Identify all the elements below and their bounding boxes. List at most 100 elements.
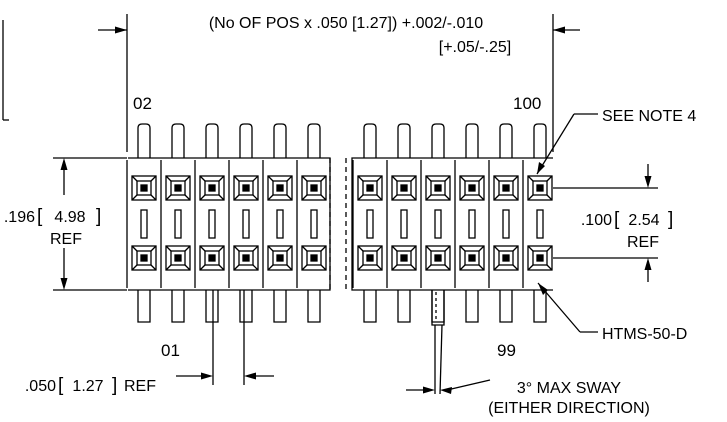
contact-corner [252, 175, 259, 182]
pin-bottom [307, 290, 321, 323]
contact-core [276, 254, 284, 262]
contact-corner [286, 194, 293, 201]
contact-tab [366, 209, 374, 239]
contact-corner [150, 175, 157, 182]
contact-square [391, 175, 417, 201]
contact-tab [276, 209, 284, 239]
contact-corner [527, 245, 534, 252]
contact-corner [150, 194, 157, 201]
pitch-dim-metric: 1.27 [72, 378, 103, 395]
contact-corner [233, 264, 240, 271]
contact-corner [165, 264, 172, 271]
contact-corner [459, 175, 466, 182]
svg-text:[: [ [37, 206, 43, 227]
contact-core [536, 184, 544, 192]
contact-corner [150, 264, 157, 271]
contact-corner [301, 245, 308, 252]
contact-corner [410, 175, 417, 182]
contact-corner [131, 194, 138, 201]
contact-corner [233, 245, 240, 252]
contact-inner [272, 180, 288, 196]
contact-inner [170, 250, 186, 266]
contact-inner [532, 250, 548, 266]
contact-tab [310, 209, 318, 239]
contact-corner [493, 264, 500, 271]
contact-inner [238, 180, 254, 196]
contact-corner [546, 264, 553, 271]
contact-tab [468, 209, 476, 239]
contact-corner [199, 175, 206, 182]
contact-square [459, 245, 485, 271]
contact-corner [546, 245, 553, 252]
pitch-dim-value: .050 [25, 378, 56, 395]
sway-pin [431, 290, 445, 326]
pin-top [397, 123, 411, 158]
contact-corner [165, 245, 172, 252]
contact-corner [376, 245, 383, 252]
contact-corner [512, 175, 519, 182]
contact-corner [286, 245, 293, 252]
contact-corner [184, 194, 191, 201]
contact-core [174, 254, 182, 262]
pin-bottom [397, 290, 411, 323]
contact-corner [357, 175, 364, 182]
contact-inner [170, 180, 186, 196]
contact-inner [362, 180, 378, 196]
contact-core [276, 184, 284, 192]
pin-top [205, 123, 219, 158]
housing-right [351, 157, 553, 291]
contact-corner [527, 175, 534, 182]
contact-corner [301, 264, 308, 271]
contact-corner [320, 245, 327, 252]
overall-length-tolerance-text: [+.05/-.25] [439, 39, 512, 56]
contact-corner [199, 245, 206, 252]
contact-corner [425, 245, 432, 252]
contact-square [357, 245, 383, 271]
pin-top [363, 123, 377, 158]
contact-square [131, 245, 157, 271]
contact-corner [493, 175, 500, 182]
contact-corner [444, 264, 451, 271]
contact-square [357, 175, 383, 201]
contact-inner [464, 180, 480, 196]
contact-core [468, 254, 476, 262]
svg-text:]: ] [668, 209, 673, 230]
contact-core [208, 254, 216, 262]
contact-corner [233, 175, 240, 182]
pin-bottom [431, 290, 445, 323]
contact-inner [238, 250, 254, 266]
contact-tab [536, 209, 544, 239]
contact-corner [267, 175, 274, 182]
contact-corner [184, 245, 191, 252]
contact-corner [131, 175, 138, 182]
position-label-top-left: 02 [133, 94, 152, 113]
contact-corner [410, 245, 417, 252]
contact-core [366, 254, 374, 262]
see-note-callout: SEE NOTE 4 [602, 108, 696, 125]
contact-square [391, 245, 417, 271]
svg-text:]: ] [96, 206, 101, 227]
contact-corner [184, 264, 191, 271]
pin-top [431, 123, 445, 158]
pin-top [239, 123, 253, 158]
contact-corner [218, 264, 225, 271]
contact-core [400, 184, 408, 192]
contact-corner [459, 264, 466, 271]
contact-corner [357, 245, 364, 252]
contact-corner [286, 264, 293, 271]
contact-corner [444, 175, 451, 182]
svg-text:[: [ [58, 375, 64, 396]
svg-text:[: [ [614, 209, 620, 230]
contact-square [425, 175, 451, 201]
contact-corner [425, 175, 432, 182]
contact-corner [320, 175, 327, 182]
contact-inner [430, 250, 446, 266]
contact-inner [136, 250, 152, 266]
contact-inner [306, 250, 322, 266]
contact-inner [396, 250, 412, 266]
contact-square [527, 245, 553, 271]
contact-square [199, 245, 225, 271]
pin-top [499, 123, 513, 158]
pin-bottom [205, 290, 219, 323]
